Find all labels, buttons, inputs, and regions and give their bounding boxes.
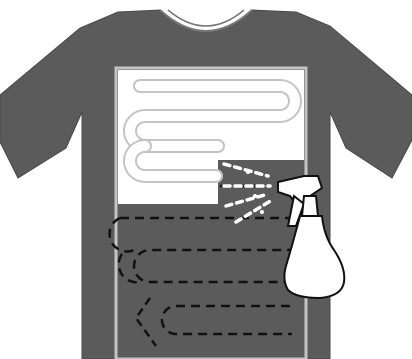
tshirt-spray-diagram <box>0 0 412 359</box>
diagram-stage <box>0 0 412 359</box>
